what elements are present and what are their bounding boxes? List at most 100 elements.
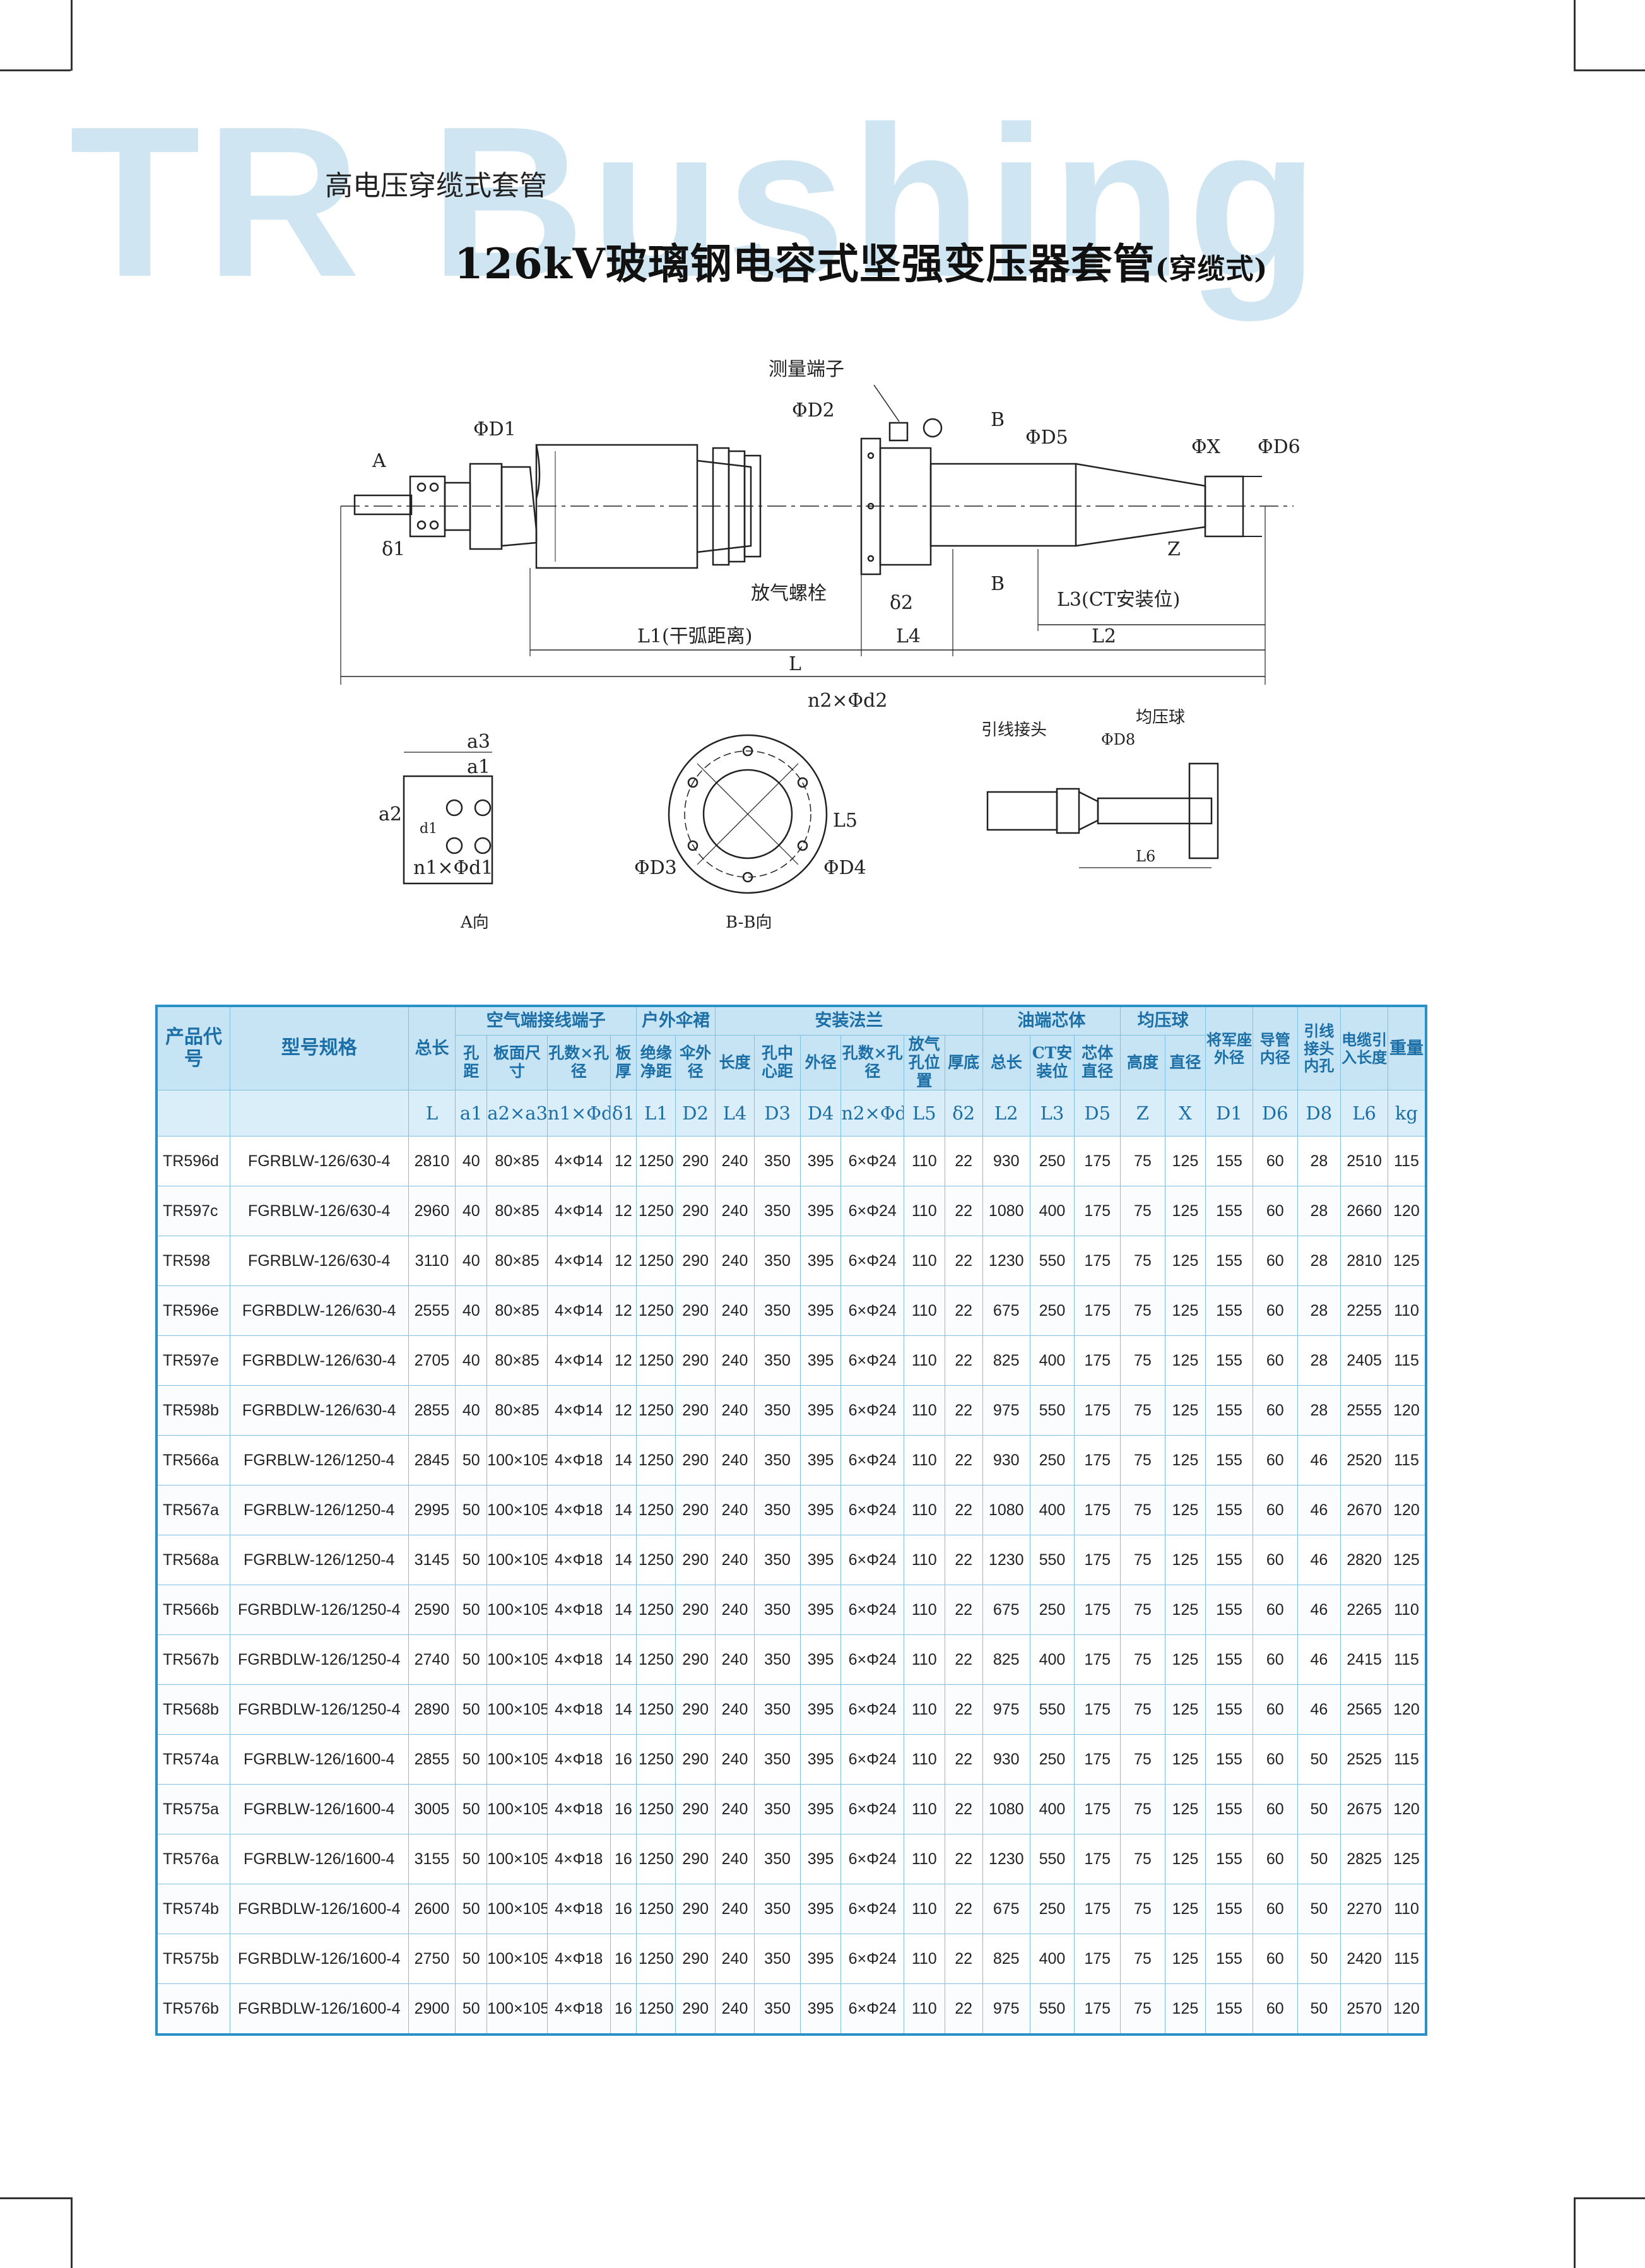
table-cell: 825 bbox=[982, 1634, 1030, 1686]
table-cell: 60 bbox=[1252, 1535, 1298, 1586]
label-l: L bbox=[789, 653, 801, 675]
table-cell: 1250 bbox=[636, 1834, 676, 1885]
table-cell: 155 bbox=[1205, 1136, 1253, 1187]
product-code-cell: TR598b bbox=[156, 1385, 230, 1436]
grading-ball-detail bbox=[1188, 762, 1219, 859]
table-cell: 100×105 bbox=[486, 1585, 548, 1636]
table-cell: 6×Φ24 bbox=[840, 1884, 905, 1935]
symbol-cell: X bbox=[1164, 1090, 1206, 1137]
table-cell: 1250 bbox=[636, 1884, 676, 1935]
table-cell: 2600 bbox=[408, 1884, 456, 1935]
table-cell: 155 bbox=[1205, 1535, 1253, 1586]
table-header-sub: 孔距 板面尺寸 孔数×孔径 板厚 绝缘净距 伞外径 长度 孔中心距 外径 孔数×… bbox=[156, 1034, 1426, 1091]
table-cell: 6×Φ24 bbox=[840, 1585, 905, 1636]
table-cell: 14 bbox=[610, 1684, 637, 1735]
flange-bolt-circle bbox=[684, 750, 811, 878]
table-cell: 110 bbox=[904, 1236, 945, 1287]
table-cell: 1250 bbox=[636, 1285, 676, 1337]
product-code-cell: TR597c bbox=[156, 1186, 230, 1237]
table-cell: 155 bbox=[1205, 1585, 1253, 1636]
table-cell: 50 bbox=[455, 1884, 488, 1935]
table-cell: 22 bbox=[944, 1834, 983, 1885]
table-cell: 400 bbox=[1029, 1634, 1075, 1686]
table-cell: 16 bbox=[610, 1884, 637, 1935]
table-cell: 350 bbox=[754, 1884, 801, 1935]
table-cell: 175 bbox=[1074, 1734, 1121, 1785]
table-cell: 175 bbox=[1074, 1435, 1121, 1486]
product-code-cell: TR567b bbox=[156, 1634, 230, 1686]
table-cell: 40 bbox=[455, 1136, 488, 1187]
table-cell: 155 bbox=[1205, 1884, 1253, 1935]
col-l6: 电缆引入长度 bbox=[1340, 1005, 1388, 1091]
symbol-cell: L4 bbox=[714, 1090, 755, 1137]
table-cell: 290 bbox=[675, 1684, 716, 1735]
table-cell: 2675 bbox=[1340, 1784, 1388, 1835]
table-cell: 60 bbox=[1252, 1983, 1298, 2035]
table-cell: 290 bbox=[675, 1186, 716, 1237]
crop-mark-tr-v bbox=[1574, 0, 1576, 71]
table-cell: 125 bbox=[1164, 1934, 1206, 1985]
table-cell: 60 bbox=[1252, 1585, 1298, 1636]
table-cell: 28 bbox=[1297, 1136, 1341, 1187]
table-cell: 290 bbox=[675, 1585, 716, 1636]
table-cell: 1250 bbox=[636, 1784, 676, 1835]
table-cell: 240 bbox=[714, 1834, 755, 1885]
symbol-cell: δ2 bbox=[944, 1090, 983, 1137]
label-view-bb: B-B向 bbox=[726, 913, 772, 932]
table-cell: 75 bbox=[1120, 1784, 1165, 1835]
table-cell: 110 bbox=[904, 1485, 945, 1536]
oil-side-tube bbox=[929, 463, 1077, 547]
table-cell: 1250 bbox=[636, 1385, 676, 1436]
symbol-cell: D6 bbox=[1252, 1090, 1298, 1137]
table-cell: 395 bbox=[799, 1884, 842, 1935]
table-cell: 60 bbox=[1252, 1236, 1298, 1287]
table-cell: 155 bbox=[1205, 1934, 1253, 1985]
table-cell: 110 bbox=[904, 1934, 945, 1985]
table-cell: 120 bbox=[1387, 1485, 1427, 1536]
table-cell: 28 bbox=[1297, 1186, 1341, 1237]
table-cell: 22 bbox=[944, 1684, 983, 1735]
table-cell: 175 bbox=[1074, 1385, 1121, 1436]
table-cell: 6×Φ24 bbox=[840, 1784, 905, 1835]
table-cell: 175 bbox=[1074, 1535, 1121, 1586]
table-cell: 175 bbox=[1074, 1784, 1121, 1835]
table-cell: 550 bbox=[1029, 1385, 1075, 1436]
label-delta2: δ2 bbox=[890, 592, 913, 614]
table-cell: 675 bbox=[982, 1285, 1030, 1337]
symbol-cell: D8 bbox=[1297, 1090, 1341, 1137]
table-cell: 350 bbox=[754, 1634, 801, 1686]
model-cell: FGRBLW-126/1600-4 bbox=[229, 1834, 409, 1885]
table-cell: 4×Φ18 bbox=[546, 1734, 611, 1785]
table-cell: 290 bbox=[675, 1485, 716, 1536]
sub-l4: 长度 bbox=[714, 1034, 755, 1091]
table-cell: 290 bbox=[675, 1335, 716, 1386]
table-cell: 240 bbox=[714, 1236, 755, 1287]
table-cell: 240 bbox=[714, 1934, 755, 1985]
table-cell: 115 bbox=[1387, 1934, 1427, 1985]
model-cell: FGRBDLW-126/630-4 bbox=[229, 1285, 409, 1337]
table-cell: 6×Φ24 bbox=[840, 1634, 905, 1686]
product-code-cell: TR576b bbox=[156, 1983, 230, 2035]
product-code-cell: TR566b bbox=[156, 1585, 230, 1636]
title-main: 126kV玻璃钢电容式坚强变压器套管 bbox=[454, 239, 1155, 288]
table-cell: 110 bbox=[904, 1983, 945, 2035]
model-cell: FGRBDLW-126/1600-4 bbox=[229, 1884, 409, 1935]
table-cell: 1250 bbox=[636, 1684, 676, 1735]
table-cell: 50 bbox=[455, 1983, 488, 2035]
table-cell: 22 bbox=[944, 1285, 983, 1337]
crop-mark-tr-h bbox=[1574, 69, 1645, 71]
label-l1: L1(干弧距离) bbox=[637, 625, 752, 647]
table-cell: 80×85 bbox=[486, 1335, 548, 1386]
table-cell: 155 bbox=[1205, 1435, 1253, 1486]
crop-mark-br-v bbox=[1574, 2197, 1576, 2268]
table-cell: 250 bbox=[1029, 1884, 1075, 1935]
air-insulator bbox=[535, 444, 699, 569]
label-b-top: B bbox=[991, 409, 1005, 431]
page-subtitle: 高电压穿缆式套管 bbox=[325, 170, 547, 202]
table-cell: 350 bbox=[754, 1784, 801, 1835]
table-cell: 60 bbox=[1252, 1335, 1298, 1386]
table-cell: 16 bbox=[610, 1983, 637, 2035]
